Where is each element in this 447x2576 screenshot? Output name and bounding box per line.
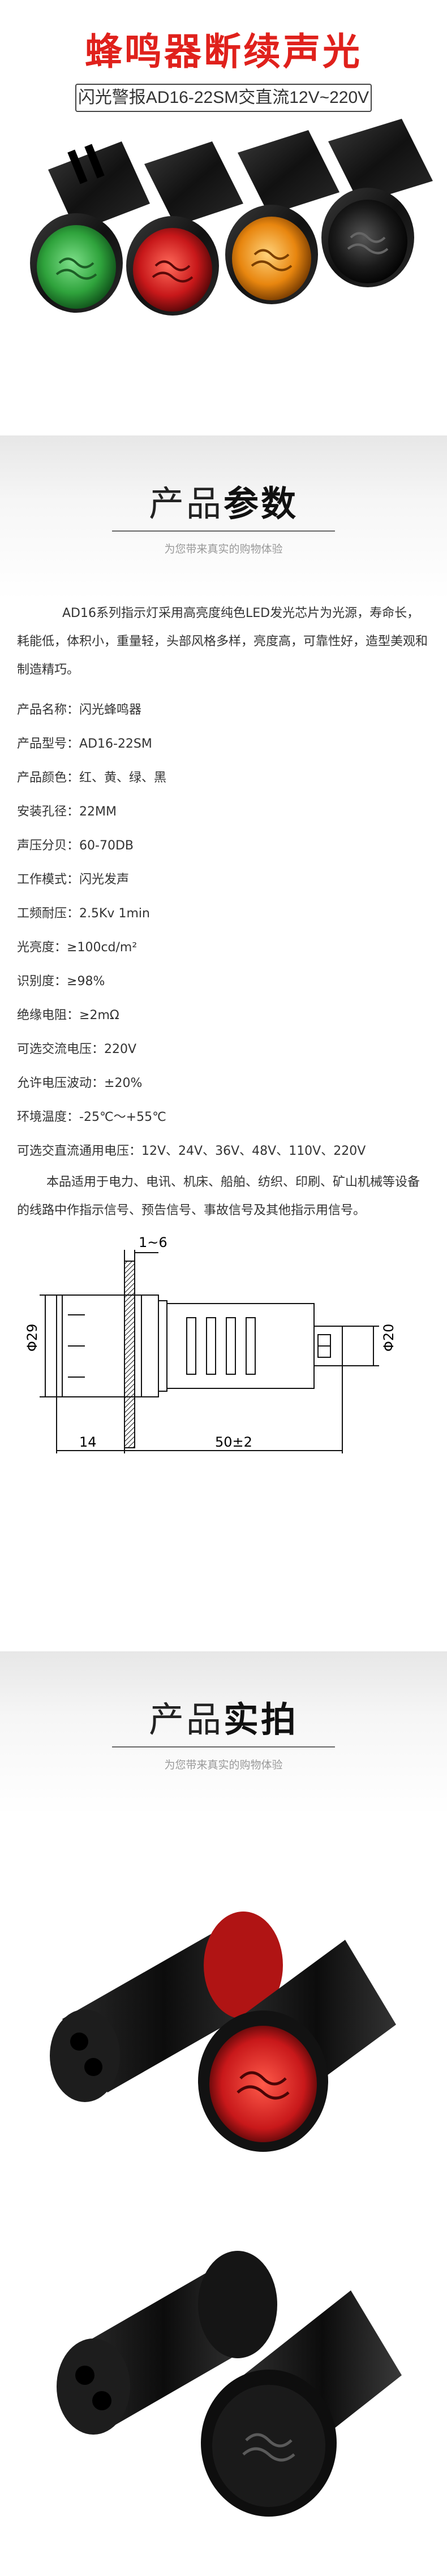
dimension-diagram: 1~6 Φ29 Φ20 14 50±2	[24, 1235, 397, 1453]
param-row: 产品颜色：红、黄、绿、黑	[17, 761, 430, 795]
param-row: 允许电压波动：±20%	[17, 1067, 430, 1101]
photos-section-subtitle: 为您带来真实的购物体验	[164, 1759, 283, 1771]
param-value: AD16-22SM	[79, 737, 152, 751]
param-row: 产品型号：AD16-22SM	[17, 727, 430, 761]
param-label: 产品型号：	[17, 737, 80, 751]
dim-right-label: Φ20	[381, 1324, 397, 1352]
param-value: ±20%	[104, 1076, 143, 1090]
buzzer-black-side-icon	[57, 2251, 277, 2435]
hero-section: 蜂鸣器断续声光 闪光警报AD16-22SM交直流12V~220V	[0, 0, 447, 407]
buzzer-red-side-icon	[50, 1911, 283, 2102]
param-row: 可选交流电压：220V	[17, 1033, 430, 1067]
param-label: 产品名称：	[17, 703, 80, 717]
param-label: 环境温度：	[17, 1110, 80, 1124]
params-title-normal: 产品	[148, 483, 224, 524]
param-row: 识别度：≥98%	[17, 965, 430, 999]
param-label: 可选交直流通用电压：	[17, 1144, 142, 1158]
param-row: 产品名称：闪光蜂鸣器	[17, 693, 430, 727]
param-value: 60-70DB	[79, 839, 134, 853]
param-row: 工频耐压：2.5Kv 1min	[17, 897, 430, 931]
photo-black-buzzers	[57, 2251, 402, 2517]
param-label: 允许电压波动：	[17, 1076, 105, 1090]
param-label: 声压分贝：	[17, 839, 80, 853]
photos-section-title: 产品实拍	[0, 1691, 447, 1742]
dim-bottom-right-label: 50±2	[215, 1434, 252, 1450]
section-divider	[112, 530, 335, 532]
buzzer-black-front-icon	[201, 2290, 402, 2517]
buzzer-amber-icon	[225, 130, 339, 304]
param-value: 闪光蜂鸣器	[79, 703, 142, 717]
dim-left-label: Φ29	[24, 1324, 40, 1352]
param-value: -25℃～+55℃	[79, 1110, 166, 1124]
param-row: 光亮度：≥100cd/m²	[17, 931, 430, 965]
param-value: 2.5Kv 1min	[79, 907, 150, 921]
param-row: 可选交直流通用电压：12V、24V、36V、48V、110V、220V	[17, 1134, 430, 1168]
params-list: AD16系列指示灯采用高亮度纯色LED发光芯片为光源，寿命长，耗能低，体积小，重…	[17, 599, 430, 1225]
buzzer-black-icon	[321, 119, 433, 287]
param-label: 安装孔径：	[17, 805, 80, 819]
params-title-bold: 参数	[224, 483, 299, 524]
param-row: 环境温度：-25℃～+55℃	[17, 1101, 430, 1134]
param-value: ≥100cd/m²	[67, 940, 137, 955]
buzzer-red-icon	[126, 141, 243, 316]
hero-subtitle: 闪光警报AD16-22SM交直流12V~220V	[75, 84, 372, 112]
dim-top-label: 1~6	[139, 1235, 167, 1250]
buzzer-green-icon	[30, 141, 150, 313]
param-value: 220V	[104, 1042, 137, 1056]
hero-title: 蜂鸣器断续声光	[85, 30, 362, 74]
section-divider	[112, 1746, 335, 1747]
param-label: 识别度：	[17, 974, 67, 989]
dim-bottom-left-label: 14	[79, 1434, 97, 1450]
intro-paragraph: AD16系列指示灯采用高亮度纯色LED发光芯片为光源，寿命长，耗能低，体积小，重…	[17, 606, 428, 677]
param-value: ≥98%	[67, 974, 105, 989]
param-value: 22MM	[79, 805, 117, 819]
usage-paragraph: 本品适用于电力、电讯、机床、船舶、纺织、印刷、矿山机械等设备的线路中作指示信号、…	[17, 1175, 420, 1218]
param-value: ≥2mΩ	[79, 1008, 119, 1022]
param-value: 闪光发声	[79, 873, 130, 887]
param-value: 红、黄、绿、黑	[79, 771, 167, 785]
param-row: 安装孔径：22MM	[17, 795, 430, 829]
param-label: 可选交流电压：	[17, 1042, 105, 1056]
photos-section-header: 产品实拍 为您带来真实的购物体验	[0, 1651, 447, 1815]
photo-red-buzzers	[50, 1911, 396, 2152]
param-label: 产品颜色：	[17, 771, 80, 785]
buzzer-red-front-icon	[198, 1940, 396, 2152]
photos-title-bold: 实拍	[224, 1699, 299, 1740]
param-row: 绝缘电阻：≥2mΩ	[17, 999, 430, 1033]
param-row: 工作模式：闪光发声	[17, 863, 430, 897]
params-section-title: 产品参数	[0, 475, 447, 526]
param-row: 声压分贝：60-70DB	[17, 829, 430, 863]
param-label: 光亮度：	[17, 940, 67, 955]
param-label: 工频耐压：	[17, 907, 80, 921]
param-value: 12V、24V、36V、48V、110V、220V	[141, 1144, 366, 1158]
params-section-header: 产品参数 为您带来真实的购物体验	[0, 435, 447, 599]
param-label: 绝缘电阻：	[17, 1008, 80, 1022]
photos-title-normal: 产品	[148, 1699, 224, 1740]
params-section-subtitle: 为您带来真实的购物体验	[164, 543, 283, 555]
hero-product-image	[30, 119, 433, 316]
param-label: 工作模式：	[17, 873, 80, 887]
